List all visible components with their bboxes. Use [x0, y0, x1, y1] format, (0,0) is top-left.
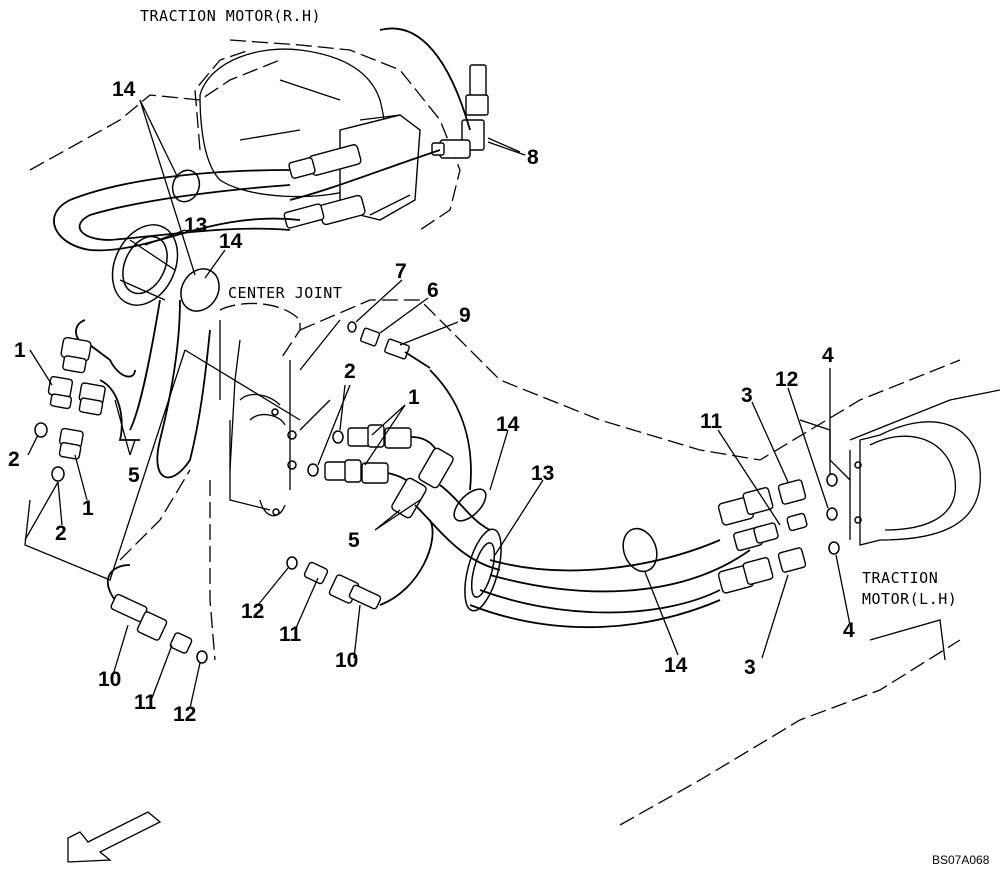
- callout-4: 4: [822, 344, 834, 367]
- elbow-fitting: [431, 64, 521, 159]
- callout-2: 2: [8, 448, 20, 471]
- center-joint: [184, 302, 301, 517]
- grommet-ring-center: [453, 488, 487, 522]
- callout-14: 14: [112, 78, 136, 101]
- callout-2: 2: [55, 522, 67, 545]
- callout-1: 1: [14, 339, 26, 362]
- callout-14: 14: [664, 654, 688, 677]
- callout-4: 4: [843, 619, 855, 642]
- traction-motor-rh-caption: TRACTION MOTOR(R.H): [140, 7, 321, 25]
- front-direction-arrow-icon: [67, 811, 162, 863]
- callout-11: 11: [134, 691, 157, 714]
- callout-3: 3: [744, 656, 756, 679]
- callout-12: 12: [775, 368, 798, 391]
- leader-lines: [24, 99, 851, 709]
- traction-motor-rh: [199, 48, 421, 229]
- center-fittings: [299, 319, 501, 571]
- upper-hose-bundle: [53, 27, 471, 479]
- part-callouts: 14 8 13 14 7 6 9 1 2 5 1 2 2 1 14 13 5 4…: [8, 78, 855, 726]
- callout-9: 9: [459, 304, 471, 327]
- callout-12: 12: [173, 703, 196, 726]
- grommet-ring-upper-b: [180, 268, 220, 312]
- traction-motor-lh: [799, 419, 981, 546]
- bottom-center-fittings: [286, 556, 382, 610]
- flange-center: [464, 528, 502, 612]
- grommet-ring-upper-a: [171, 169, 201, 203]
- drawing-code: BS07A068: [932, 853, 990, 867]
- callout-14: 14: [219, 230, 243, 253]
- traction-motor-lh-caption-line1: TRACTION: [862, 569, 938, 587]
- flange-upper: [111, 224, 179, 306]
- callout-7: 7: [395, 260, 407, 283]
- callout-8: 8: [527, 146, 539, 169]
- traction-motor-lh-caption-line2: MOTOR(L.H): [862, 590, 957, 608]
- callout-14: 14: [496, 413, 520, 436]
- grommet-ring-lower: [622, 527, 658, 573]
- callout-10: 10: [335, 649, 358, 672]
- callout-11: 11: [700, 410, 723, 433]
- callout-13: 13: [184, 214, 207, 237]
- callout-2: 2: [344, 360, 356, 383]
- callout-10: 10: [98, 668, 121, 691]
- motor-rh-fitting-lower: [283, 194, 366, 229]
- callout-3: 3: [741, 384, 753, 407]
- right-fittings: [717, 473, 840, 594]
- callout-13: 13: [531, 462, 554, 485]
- callout-11: 11: [279, 623, 302, 646]
- lower-hose-bundle: [379, 519, 751, 629]
- callout-6: 6: [427, 279, 439, 302]
- motor-rh-fitting-upper: [288, 144, 362, 179]
- callout-5: 5: [348, 529, 360, 552]
- callout-1: 1: [82, 497, 94, 520]
- center-joint-caption: CENTER JOINT: [228, 284, 342, 302]
- callout-12: 12: [241, 600, 264, 623]
- callout-1: 1: [408, 386, 420, 409]
- callout-5: 5: [128, 464, 140, 487]
- left-fittings: [24, 319, 186, 581]
- bottom-left-fittings: [106, 564, 208, 664]
